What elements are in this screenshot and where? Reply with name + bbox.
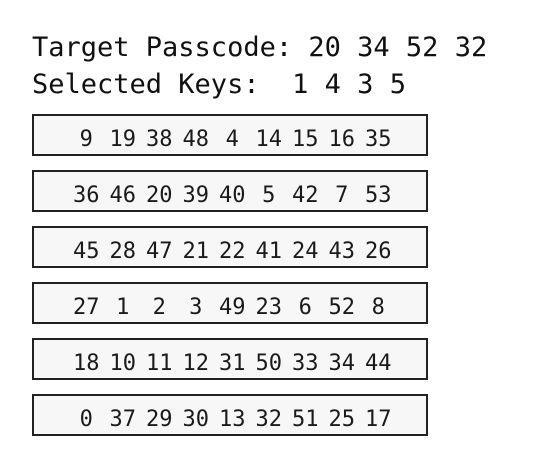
key-button[interactable]: 15 bbox=[292, 127, 319, 152]
selected-keys-line: Selected Keys: 1 4 3 5 bbox=[32, 69, 406, 101]
target-code-1: 20 bbox=[308, 32, 341, 63]
key-button[interactable]: 23 bbox=[255, 295, 283, 320]
key-button[interactable]: 47 bbox=[146, 239, 173, 264]
key-button[interactable]: 7 bbox=[335, 183, 349, 208]
key-button[interactable]: 38 bbox=[146, 127, 173, 152]
key-button[interactable]: 10 bbox=[109, 351, 137, 376]
key-button[interactable]: 51 bbox=[292, 407, 319, 432]
target-passcode-label: Target Passcode: bbox=[32, 32, 293, 63]
key-button[interactable]: 41 bbox=[255, 239, 283, 264]
key-row-cells: 9 19 38 48 4 14 15 16 35 bbox=[68, 126, 397, 154]
selected-keys-label: Selected Keys: bbox=[32, 69, 260, 100]
key-button[interactable]: 30 bbox=[182, 407, 210, 432]
key-button[interactable]: 3 bbox=[189, 295, 203, 320]
key-button[interactable]: 32 bbox=[255, 407, 283, 432]
key-button[interactable]: 28 bbox=[109, 239, 137, 264]
key-button[interactable]: 44 bbox=[365, 351, 392, 376]
key-row-2: 36 46 20 39 40 5 42 7 53 bbox=[32, 170, 428, 212]
key-button[interactable]: 26 bbox=[365, 239, 392, 264]
key-button[interactable]: 19 bbox=[109, 127, 137, 152]
key-button[interactable]: 34 bbox=[328, 351, 356, 376]
key-button[interactable]: 29 bbox=[146, 407, 173, 432]
key-button[interactable]: 40 bbox=[219, 183, 246, 208]
key-button[interactable]: 50 bbox=[255, 351, 283, 376]
key-button[interactable]: 53 bbox=[365, 183, 392, 208]
key-row-1: 9 19 38 48 4 14 15 16 35 bbox=[32, 114, 428, 156]
key-row-cells: 18 10 11 12 31 50 33 34 44 bbox=[68, 350, 397, 378]
key-button[interactable]: 25 bbox=[328, 407, 356, 432]
key-button[interactable]: 5 bbox=[262, 183, 276, 208]
selected-key-4: 5 bbox=[389, 69, 406, 100]
key-button[interactable]: 43 bbox=[328, 239, 356, 264]
key-button[interactable]: 27 bbox=[73, 295, 100, 320]
key-button[interactable]: 46 bbox=[109, 183, 137, 208]
key-button[interactable]: 9 bbox=[79, 127, 93, 152]
key-button[interactable]: 39 bbox=[182, 183, 210, 208]
key-button[interactable]: 49 bbox=[219, 295, 246, 320]
key-button[interactable]: 24 bbox=[292, 239, 319, 264]
target-code-4: 32 bbox=[454, 32, 488, 63]
key-button[interactable]: 11 bbox=[146, 351, 173, 376]
key-button[interactable]: 13 bbox=[219, 407, 246, 432]
key-button[interactable]: 37 bbox=[109, 407, 137, 432]
key-button[interactable]: 17 bbox=[365, 407, 392, 432]
key-row-3: 45 28 47 21 22 41 24 43 26 bbox=[32, 226, 428, 268]
key-button[interactable]: 33 bbox=[292, 351, 319, 376]
key-row-cells: 45 28 47 21 22 41 24 43 26 bbox=[68, 238, 397, 266]
key-button[interactable]: 20 bbox=[146, 183, 173, 208]
key-button[interactable]: 2 bbox=[152, 295, 166, 320]
key-button[interactable]: 21 bbox=[182, 239, 210, 264]
key-button[interactable]: 36 bbox=[73, 183, 100, 208]
selected-key-1: 1 bbox=[292, 69, 309, 100]
key-button[interactable]: 6 bbox=[298, 295, 312, 320]
key-button[interactable]: 16 bbox=[328, 127, 356, 152]
key-button[interactable]: 8 bbox=[371, 295, 385, 320]
key-button[interactable]: 1 bbox=[116, 295, 130, 320]
key-button[interactable]: 12 bbox=[182, 351, 210, 376]
key-row-cells: 36 46 20 39 40 5 42 7 53 bbox=[68, 182, 397, 210]
key-row-6: 0 37 29 30 13 32 51 25 17 bbox=[32, 394, 428, 436]
key-row-cells: 0 37 29 30 13 32 51 25 17 bbox=[68, 406, 397, 434]
key-button[interactable]: 18 bbox=[73, 351, 100, 376]
target-code-2: 34 bbox=[357, 32, 390, 63]
key-button[interactable]: 22 bbox=[219, 239, 246, 264]
selected-key-3: 3 bbox=[357, 69, 374, 100]
target-passcode-line: Target Passcode: 20 34 52 32 bbox=[32, 32, 487, 64]
key-button[interactable]: 48 bbox=[182, 127, 210, 152]
key-button[interactable]: 4 bbox=[225, 127, 239, 152]
key-button[interactable]: 0 bbox=[79, 407, 93, 432]
key-button[interactable]: 35 bbox=[365, 127, 392, 152]
target-code-3: 52 bbox=[405, 32, 439, 63]
selected-key-2: 4 bbox=[324, 69, 341, 100]
key-button[interactable]: 52 bbox=[328, 295, 356, 320]
key-row-5: 18 10 11 12 31 50 33 34 44 bbox=[32, 338, 428, 380]
key-button[interactable]: 14 bbox=[255, 127, 283, 152]
key-button[interactable]: 45 bbox=[73, 239, 100, 264]
key-button[interactable]: 31 bbox=[219, 351, 246, 376]
key-button[interactable]: 42 bbox=[292, 183, 319, 208]
